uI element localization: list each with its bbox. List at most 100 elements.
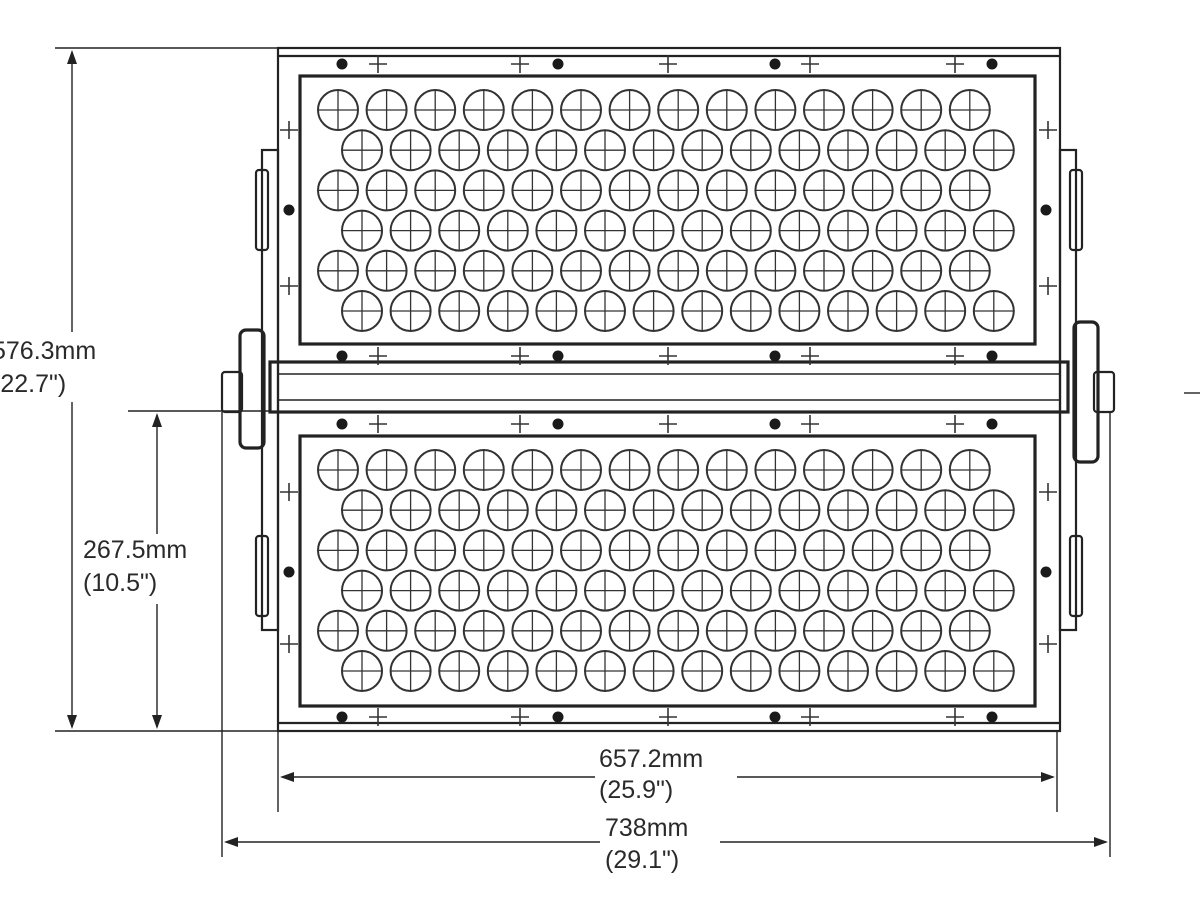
- lower-led-panel: [298, 434, 1037, 708]
- bolt: [769, 711, 781, 723]
- led-lens: [560, 169, 602, 212]
- overall-height-metric: 576.3mm: [0, 337, 96, 365]
- fixture-housing: [268, 46, 1070, 733]
- led-lens: [851, 449, 894, 491]
- led-lens: [365, 529, 408, 572]
- led-lens: [851, 169, 894, 212]
- led-lens: [705, 249, 748, 292]
- led-lens: [778, 209, 821, 252]
- led-lens: [365, 169, 408, 212]
- led-lens: [632, 209, 675, 252]
- led-lens: [462, 169, 505, 212]
- overall-width-metric: 738mm: [605, 814, 688, 842]
- screw-mark: [946, 415, 964, 433]
- bolt: [336, 58, 348, 70]
- led-lens: [341, 489, 383, 532]
- led-lens: [608, 249, 651, 292]
- bolt: [986, 711, 998, 723]
- led-lens: [341, 290, 383, 332]
- led-lens: [729, 569, 772, 612]
- screw-mark: [280, 635, 298, 653]
- led-lens: [535, 209, 578, 252]
- led-lens: [827, 489, 869, 532]
- led-lens: [875, 569, 918, 612]
- led-lens: [972, 569, 1015, 612]
- led-lens: [584, 290, 626, 332]
- led-lens: [632, 489, 675, 532]
- screw-mark: [280, 277, 298, 295]
- led-lens: [608, 449, 651, 491]
- right-mounting-bracket: [1058, 148, 1116, 632]
- led-lens: [924, 489, 967, 532]
- led-lens: [778, 489, 821, 532]
- led-lens: [972, 290, 1015, 332]
- led-lens: [632, 569, 675, 612]
- screw-mark: [511, 708, 529, 726]
- led-lens: [365, 609, 408, 652]
- led-lens: [414, 249, 457, 292]
- led-lens: [803, 249, 845, 292]
- led-lens: [705, 89, 748, 131]
- led-lens: [317, 449, 359, 491]
- led-lens: [414, 609, 457, 652]
- upper-led-panel: [298, 74, 1037, 346]
- led-lens: [754, 609, 797, 652]
- bolt: [336, 418, 348, 430]
- led-lens: [681, 489, 724, 532]
- led-lens: [754, 449, 797, 491]
- led-lens: [414, 449, 457, 491]
- led-lens: [414, 89, 457, 131]
- led-lens: [317, 529, 359, 572]
- led-lens: [948, 609, 991, 652]
- led-lens: [754, 169, 797, 212]
- led-lens: [924, 290, 967, 332]
- led-lens: [560, 609, 602, 652]
- led-lens: [900, 609, 943, 652]
- led-lens: [705, 529, 748, 572]
- led-lens: [317, 249, 359, 292]
- led-lens: [584, 489, 626, 532]
- led-lens: [632, 650, 675, 692]
- led-lens: [948, 449, 991, 491]
- led-lens: [803, 449, 845, 491]
- led-lens: [681, 129, 724, 172]
- led-lens: [560, 249, 602, 292]
- screw-mark: [801, 347, 819, 365]
- led-lens: [681, 290, 724, 332]
- bolt: [552, 58, 564, 70]
- dimension-labels: 576.3mm (22.7") 267.5mm (10.5") 657.2mm …: [0, 332, 737, 878]
- overall-height-imperial: (22.7"): [0, 370, 66, 398]
- led-lens: [827, 290, 869, 332]
- led-lens: [729, 129, 772, 172]
- screw-mark: [801, 708, 819, 726]
- led-lens: [729, 290, 772, 332]
- led-lens: [705, 169, 748, 212]
- led-lens: [803, 609, 845, 652]
- led-lens: [803, 169, 845, 212]
- led-lens: [341, 569, 383, 612]
- led-lens: [414, 529, 457, 572]
- led-lens: [657, 89, 700, 131]
- screw-mark: [369, 55, 387, 73]
- led-lens: [778, 290, 821, 332]
- led-lens: [827, 569, 869, 612]
- led-lens: [900, 449, 943, 491]
- led-lens: [875, 209, 918, 252]
- led-lens: [535, 489, 578, 532]
- led-lens: [729, 489, 772, 532]
- led-lens: [462, 529, 505, 572]
- led-lens: [365, 249, 408, 292]
- screw-mark: [1039, 483, 1057, 501]
- led-lens: [462, 449, 505, 491]
- led-lens: [948, 529, 991, 572]
- led-lens: [754, 249, 797, 292]
- led-lens: [438, 209, 481, 252]
- led-lens: [341, 129, 383, 172]
- led-lens: [535, 290, 578, 332]
- led-lens: [875, 129, 918, 172]
- overall-width-imperial: (29.1"): [605, 846, 679, 874]
- led-lens: [729, 650, 772, 692]
- led-lens: [754, 529, 797, 572]
- led-lens: [438, 569, 481, 612]
- led-lens: [511, 249, 554, 292]
